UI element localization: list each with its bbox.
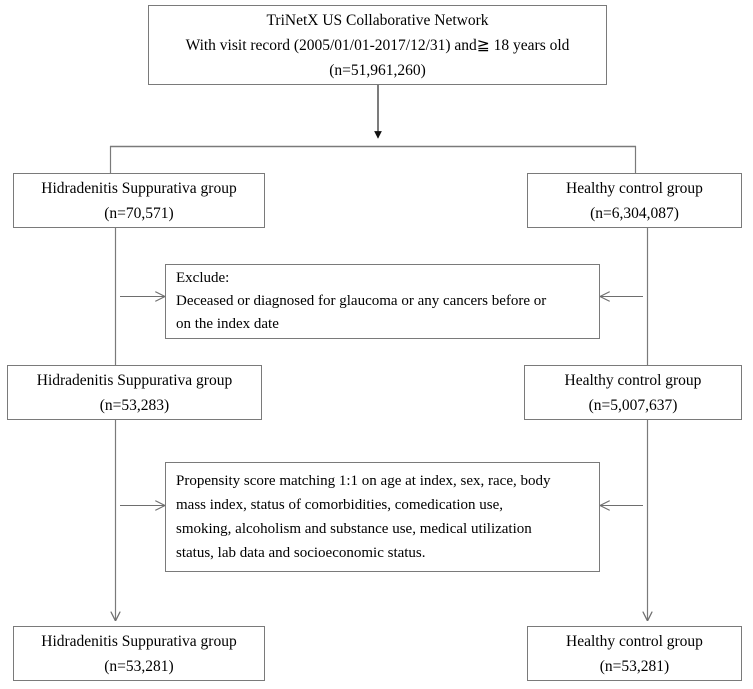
node-hc-initial-count: (n=6,304,087) (590, 204, 679, 222)
node-hc-initial-label: Healthy control group (566, 179, 703, 197)
node-propensity-score-matching: Propensity score matching 1:1 on age at … (165, 462, 600, 572)
node-hidradenitis-suppurativa-group-initial: Hidradenitis Suppurativa group (n=70,571… (13, 173, 265, 228)
node-source-population: TriNetX US Collaborative Network With vi… (148, 5, 607, 85)
node-hidradenitis-suppurativa-group-after-exclusion: Hidradenitis Suppurativa group (n=53,283… (7, 365, 262, 420)
node-hc-final-label: Healthy control group (566, 632, 703, 650)
node-source-population-line-2: With visit record (2005/01/01-2017/12/31… (185, 36, 570, 54)
node-hc-final-count: (n=53,281) (599, 657, 670, 675)
node-exclusion-line-1: Exclude: (176, 270, 230, 286)
node-exclusion-criteria: Exclude: Deceased or diagnosed for glauc… (165, 264, 600, 339)
node-matching-line-3: smoking, alcoholism and substance use, m… (176, 521, 532, 537)
node-matching-line-1: Propensity score matching 1:1 on age at … (176, 473, 551, 489)
node-hc-excluded-label: Healthy control group (564, 371, 702, 389)
node-hs-excluded-label: Hidradenitis Suppurativa group (36, 371, 233, 389)
node-matching-line-2: mass index, status of comorbidities, com… (176, 497, 504, 513)
node-exclusion-line-2: Deceased or diagnosed for glaucoma or an… (176, 293, 547, 309)
node-hidradenitis-suppurativa-group-matched: Hidradenitis Suppurativa group (n=53,281… (13, 626, 265, 681)
node-exclusion-line-3: on the index date (176, 316, 279, 332)
node-healthy-control-group-after-exclusion: Healthy control group (n=5,007,637) (524, 365, 742, 420)
node-healthy-control-group-matched: Healthy control group (n=53,281) (527, 626, 742, 681)
node-hs-excluded-count: (n=53,283) (99, 396, 170, 414)
node-hs-final-label: Hidradenitis Suppurativa group (41, 632, 237, 650)
connector-split-bus (109, 145, 637, 173)
node-hc-excluded-count: (n=5,007,637) (588, 396, 678, 414)
node-hs-final-count: (n=53,281) (104, 657, 174, 675)
node-hs-initial-count: (n=70,571) (104, 204, 174, 222)
node-matching-line-4: status, lab data and socioeconomic statu… (176, 545, 426, 561)
node-healthy-control-group-initial: Healthy control group (n=6,304,087) (527, 173, 742, 228)
node-hs-initial-label: Hidradenitis Suppurativa group (41, 179, 237, 197)
node-source-population-line-3: (n=51,961,260) (329, 61, 426, 79)
node-source-population-line-1: TriNetX US Collaborative Network (266, 11, 489, 29)
